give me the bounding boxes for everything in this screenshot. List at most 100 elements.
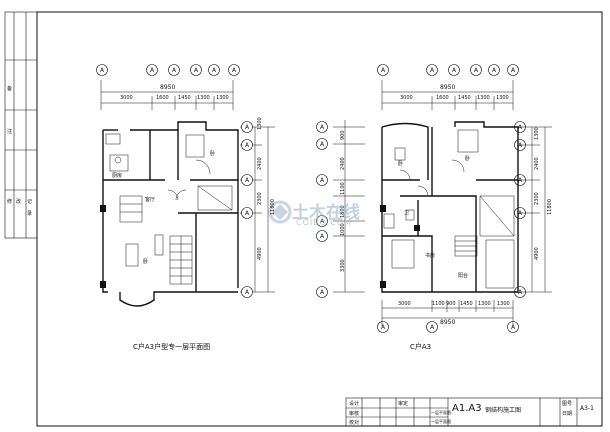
plan-left-right-dim-3: 2300 — [257, 192, 263, 205]
drawing-name: 钢结构施工图 — [485, 407, 522, 414]
plan-left-top-dim-4: 1300 — [197, 95, 210, 101]
plan-right-top-dim-5: 1300 — [496, 95, 509, 101]
axis-bubble — [146, 64, 158, 76]
axis-bubble — [316, 286, 328, 298]
axis-bubble-label: A — [518, 289, 523, 296]
axis-bubble-label: A — [430, 324, 435, 331]
axis-bubble — [377, 64, 389, 76]
axis-bubble — [190, 64, 202, 76]
axis-bubble-label: A — [511, 324, 516, 331]
plan-right-bottom-dim-2: 1100 — [432, 301, 445, 307]
plan-right-top-dim-2: 1600 — [436, 95, 449, 101]
watermark-brand: 土木在线 — [292, 203, 360, 223]
plan-right-top-dim-1: 3000 — [400, 95, 413, 101]
strip-label: 备 — [7, 86, 13, 92]
axis-bubble — [377, 321, 389, 333]
axis-bubble — [96, 64, 108, 76]
axis-bubble-label: A — [320, 218, 325, 225]
title-cell: 一层平面图 — [431, 419, 451, 424]
strip-label: 记 — [27, 199, 33, 205]
plan-right-left-dim-2: 2400 — [340, 157, 346, 170]
plan-left-right-dim-2: 2400 — [257, 157, 263, 170]
title-cell: 图号 — [562, 401, 573, 407]
plan-left-right-dim-4: 4900 — [257, 247, 263, 260]
plan-right-title: C户A3 — [410, 343, 432, 351]
plan-right-top-dim-3: 1450 — [458, 95, 471, 101]
title-cell: 日期 — [562, 411, 573, 417]
strip-label: 改 — [16, 199, 22, 205]
axis-bubble-label: A — [245, 289, 250, 296]
plan-right-right-dim-3: 2300 — [534, 192, 540, 205]
plan-right-top-dim-4: 1300 — [477, 95, 490, 101]
axis-bubble — [241, 174, 253, 186]
title-block — [345, 397, 603, 427]
room-label: 客厅 — [145, 197, 156, 203]
axis-bubble-label: A — [430, 67, 435, 74]
axis-bubble-label: A — [320, 289, 325, 296]
plan-left-right-total: 11800 — [270, 199, 276, 215]
axis-bubble — [241, 139, 253, 151]
axis-bubble — [316, 138, 328, 150]
axis-bubble — [241, 286, 253, 298]
plan-left: A A A A A A — [96, 64, 275, 307]
plan-left-top-dim-2: 1600 — [156, 95, 169, 101]
title-cell: 一层平面图 — [431, 410, 451, 415]
watermark-brand-en: COIBO.COM — [296, 218, 352, 227]
plan-right-left-dim-3: 1100 — [340, 182, 346, 195]
room-label: 卧 — [210, 151, 216, 157]
room-label: 卫 — [404, 210, 410, 216]
axis-bubble — [316, 174, 328, 186]
strip-label: 修 — [7, 199, 13, 205]
plan-right-bottom-dim-5: 1300 — [478, 301, 491, 307]
plan-right-left-dim-6: 3300 — [340, 259, 346, 272]
axis-bubble — [241, 207, 253, 219]
axis-bubble-label: A — [320, 124, 325, 131]
axis-bubble-label: A — [518, 124, 523, 131]
axis-bubble-label: A — [245, 210, 250, 217]
project-code: A1.A3 — [452, 403, 482, 414]
axis-bubble-label: A — [518, 142, 523, 149]
title-cell: 审核 — [349, 411, 360, 417]
sheet-number: A3-1 — [580, 405, 594, 412]
axis-bubble-label: A — [150, 67, 155, 74]
room-label: 厨房 — [112, 173, 123, 179]
plan-left-title: C户A3户型专一层平面图 — [133, 343, 211, 351]
axis-bubble-label: A — [511, 67, 516, 74]
axis-bubble-label: A — [245, 124, 250, 131]
plan-right-right-total: 11800 — [547, 199, 553, 215]
plan-left-top-total: 8950 — [160, 84, 176, 91]
axis-bubble-label: A — [474, 67, 479, 74]
plan-right-bottom-dim-6: 1300 — [497, 301, 510, 307]
plan-right-right-dim-1: 1300 — [534, 127, 540, 140]
axis-bubble — [208, 64, 220, 76]
axis-bubble — [507, 64, 519, 76]
axis-bubble — [316, 121, 328, 133]
axis-bubble-label: A — [212, 67, 217, 74]
axis-bubble-label: A — [518, 210, 523, 217]
axis-bubble-label: A — [452, 67, 457, 74]
axis-bubble — [448, 64, 460, 76]
axis-bubble — [168, 64, 180, 76]
plan-left-top-dim-5: 1300 — [216, 95, 229, 101]
axis-bubble-label: A — [194, 67, 199, 74]
watermark-logo — [268, 200, 292, 224]
room-label: 卧 — [143, 259, 149, 265]
plan-right-bottom-dim-3: 900 — [446, 301, 456, 307]
plan-right-left-dim-1: 900 — [340, 130, 346, 140]
strip-label: 注 — [7, 129, 13, 135]
room-label: 卧 — [465, 156, 471, 162]
axis-bubble-label: A — [245, 142, 250, 149]
axis-bubble — [426, 64, 438, 76]
axis-bubble — [241, 121, 253, 133]
plan-right-bottom-total: 8950 — [440, 319, 456, 326]
axis-bubble — [470, 64, 482, 76]
axis-bubble — [316, 230, 328, 242]
plan-right-right-dim-2: 2400 — [534, 157, 540, 170]
title-cell: 设计 — [349, 401, 360, 407]
